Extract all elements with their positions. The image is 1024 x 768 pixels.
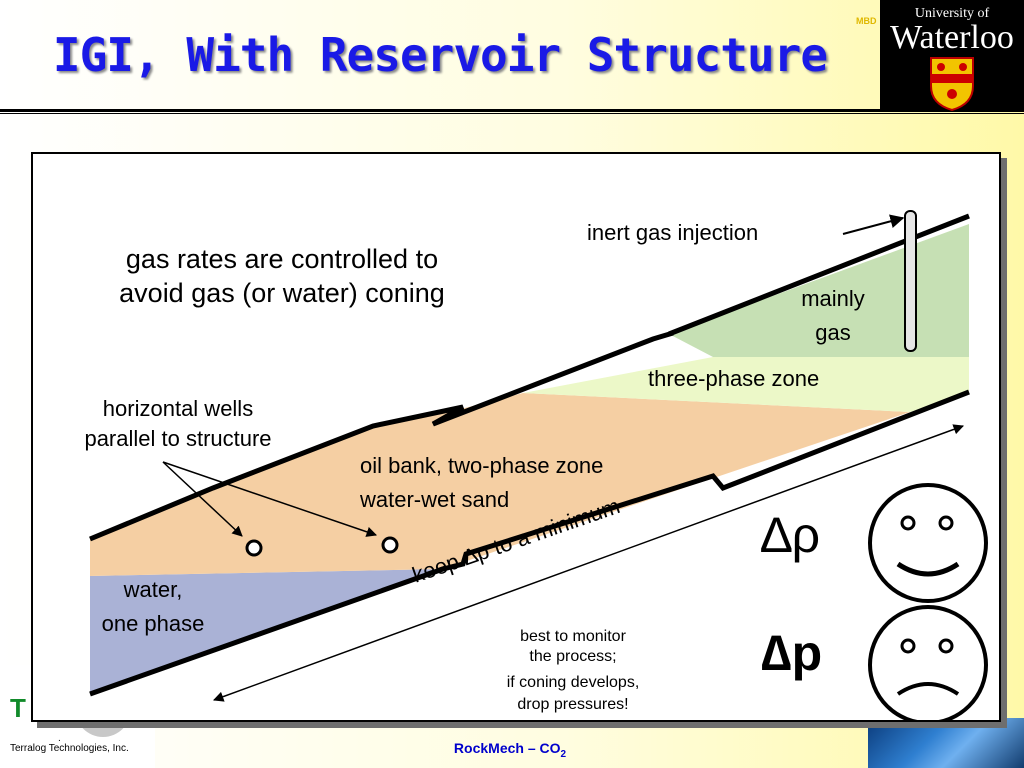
mbd-badge: MBD <box>856 16 877 26</box>
three-phase-zone-label: three-phase zone <box>648 366 820 391</box>
monitor-note-1: best to monitor <box>520 628 626 645</box>
footer-subscript: 2 <box>560 748 567 760</box>
inert-gas-injection-label: inert gas injection <box>587 220 759 245</box>
title-divider <box>0 109 1024 114</box>
crest-icon <box>930 57 974 112</box>
pressure-gradient-arrow <box>213 424 964 702</box>
footer-text: RockMech – CO <box>453 740 561 756</box>
coning-note-line-2: avoid gas (or water) coning <box>119 278 445 308</box>
slide-title: IGI, With Reservoir Structure <box>52 28 828 82</box>
logo-name-text: Waterloo <box>890 19 1014 56</box>
monitor-note-2: the process; <box>529 648 617 665</box>
injection-well <box>904 210 917 352</box>
gas-zone <box>669 224 969 357</box>
mainly-gas-label-1: mainly <box>801 286 865 311</box>
university-logo: University of Waterloo <box>880 0 1024 112</box>
water-label-2: one phase <box>101 611 205 636</box>
delta-p-label: ∆p <box>761 625 823 681</box>
horizontal-wells-label-1: horizontal wells <box>102 396 254 421</box>
reservoir-diagram <box>89 210 988 720</box>
logo-top-text: University of <box>914 6 990 21</box>
horizontal-wells-label-2: parallel to structure <box>84 426 272 451</box>
smiley-happy-icon <box>868 483 988 603</box>
monitor-note-4: drop pressures! <box>517 696 629 713</box>
delta-rho-label: ∆ρ <box>761 507 821 563</box>
mainly-gas-label-2: gas <box>815 320 851 345</box>
three-phase-zone <box>523 357 969 412</box>
water-label-1: water, <box>123 577 183 602</box>
terralog-letter: T <box>10 693 26 723</box>
footer-label: RockMech – CO2 <box>380 740 640 760</box>
monitor-note-3: if coning develops, <box>506 674 640 691</box>
terralog-dot: . <box>58 733 61 744</box>
horizontal-well-1 <box>245 539 263 557</box>
diagram-frame: gas rates are controlled to avoid gas (o… <box>31 152 1001 722</box>
oil-bank-label-2: water-wet sand <box>360 487 510 512</box>
terralog-name: Terralog Technologies, Inc. <box>10 743 129 754</box>
injection-arrow <box>842 214 905 235</box>
horizontal-well-2 <box>381 536 399 554</box>
oil-bank-label-1: oil bank, two-phase zone <box>360 453 604 478</box>
coning-note-line-1: gas rates are controlled to <box>125 244 439 274</box>
smiley-sad-icon <box>868 605 988 720</box>
corner-image <box>868 718 1024 768</box>
